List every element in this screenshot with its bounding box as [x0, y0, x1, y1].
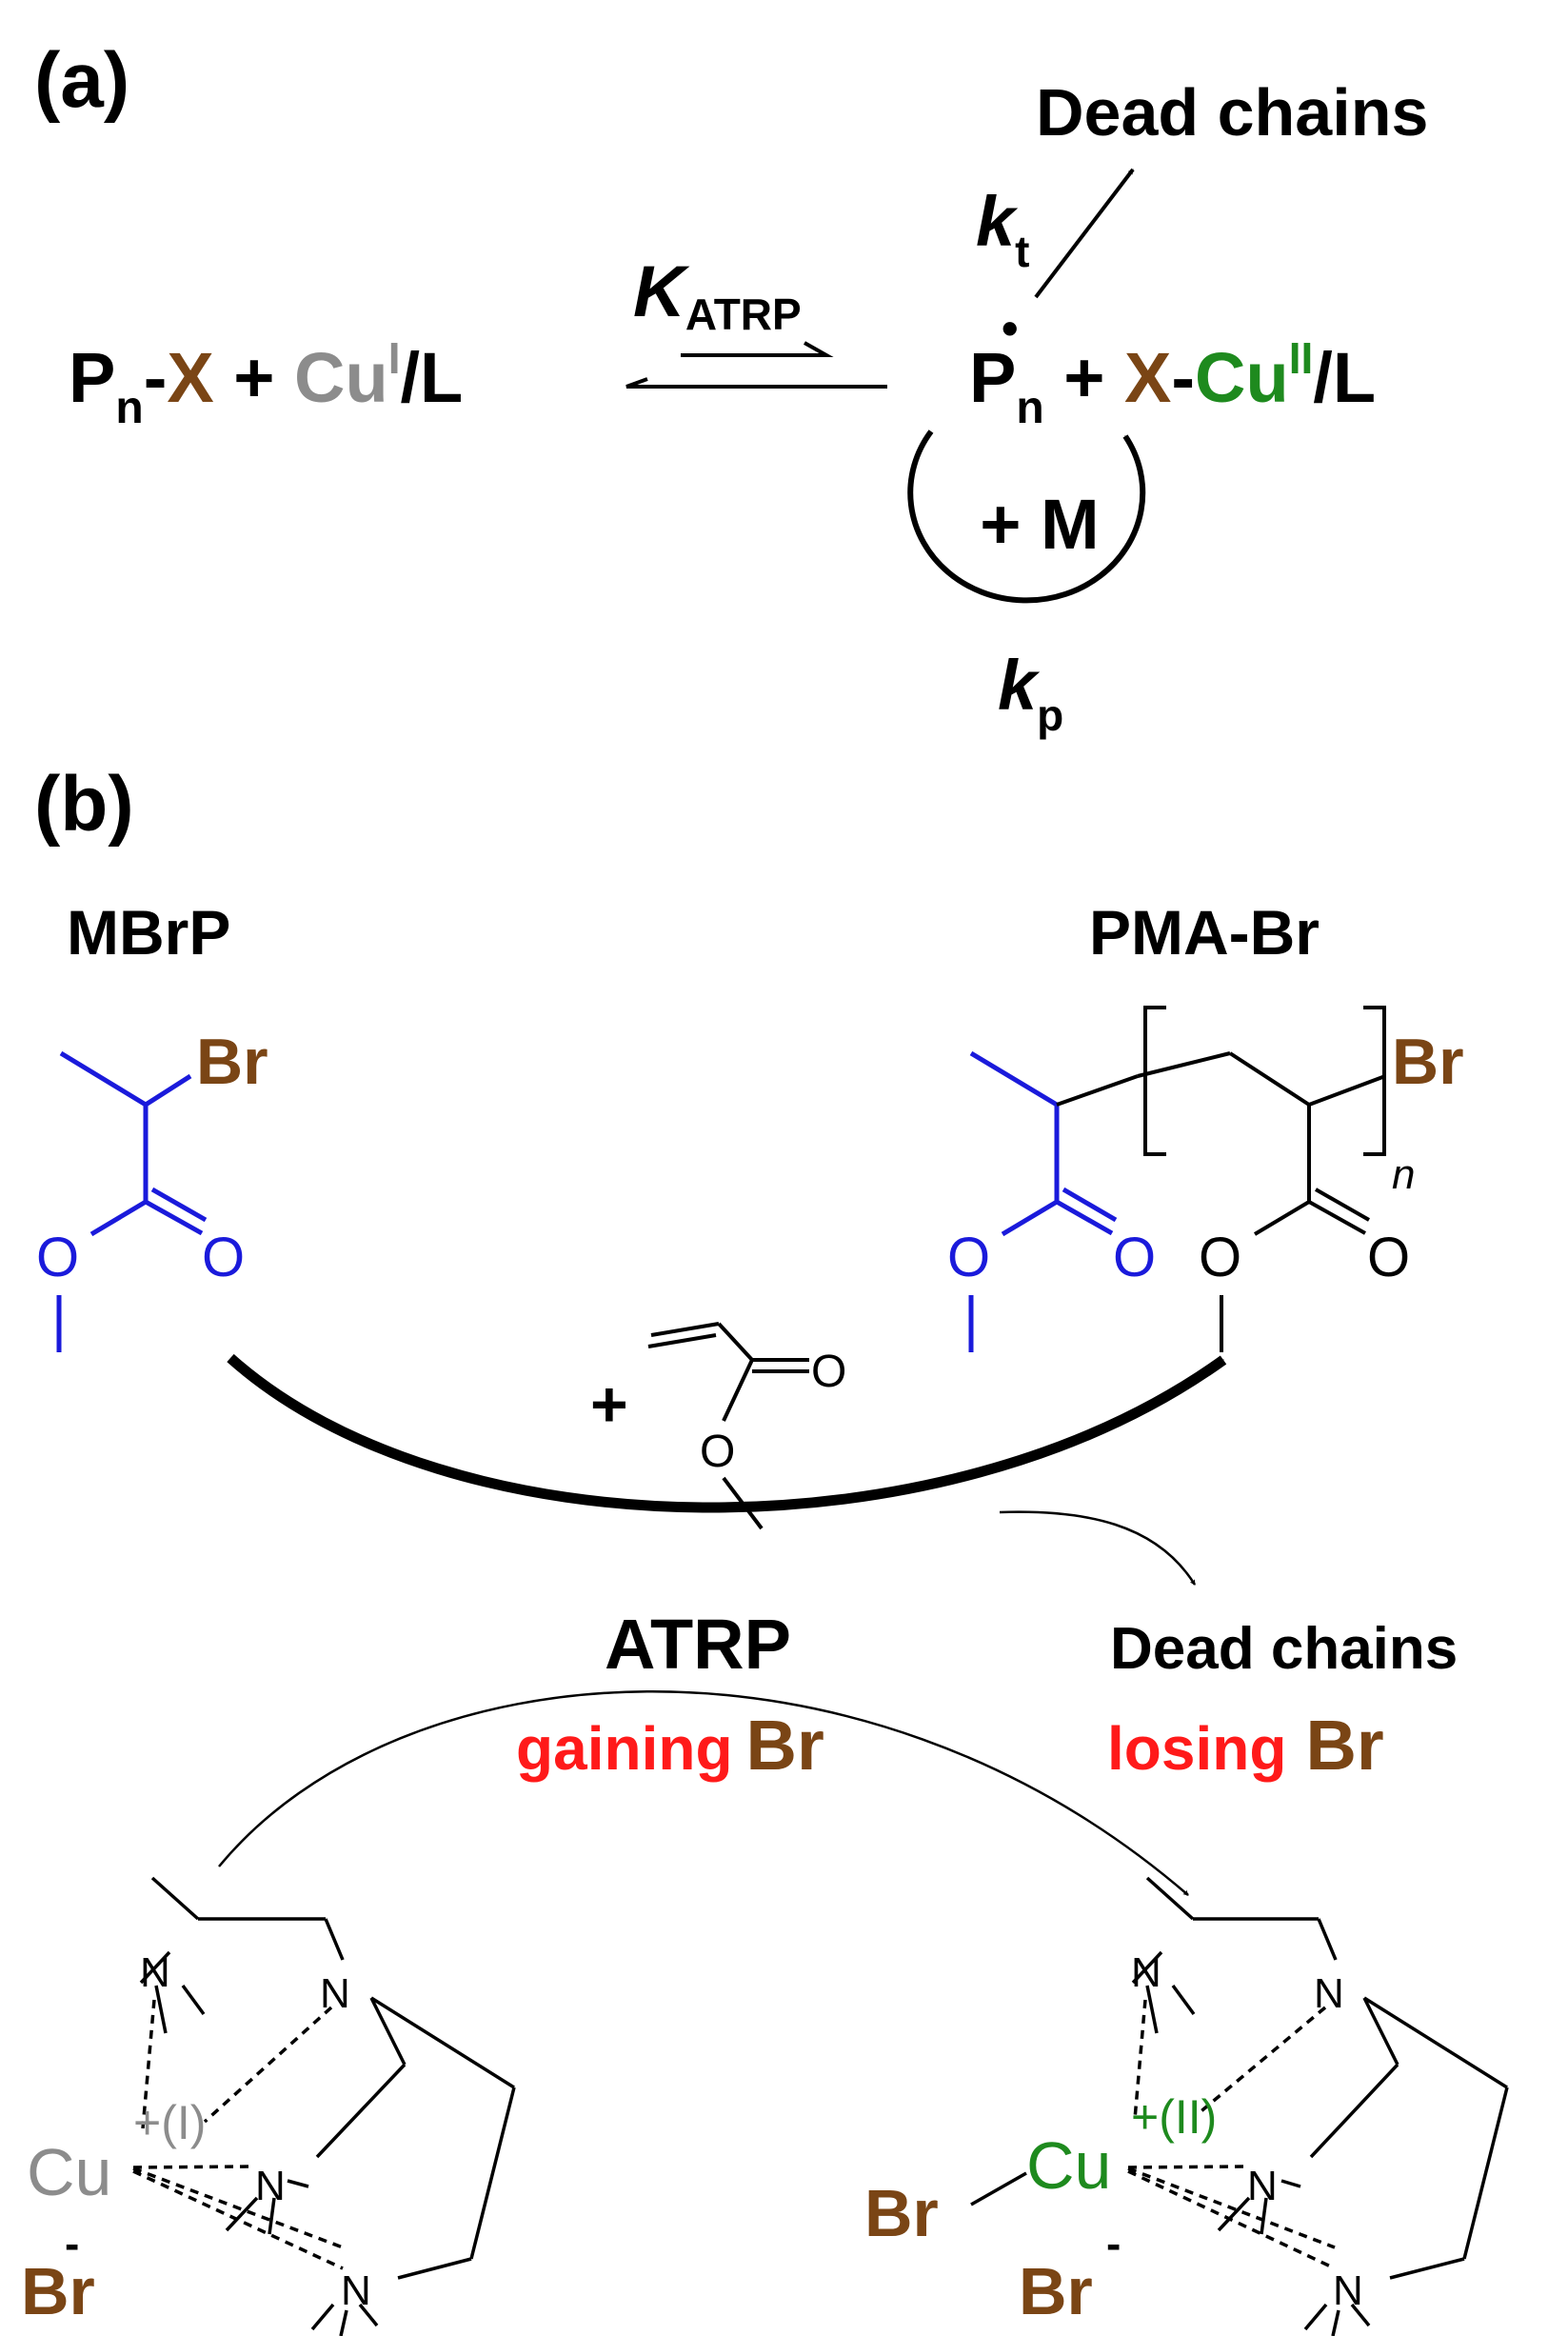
cu-two-complex: N N N N Cu +(II) Br Br - — [864, 1876, 1509, 2336]
monomer-label: + M — [980, 485, 1099, 564]
repeat-bracket-left — [1143, 1006, 1166, 1156]
cu-two-coordination — [1127, 1999, 1336, 2270]
polymer-br: Br — [1392, 1026, 1464, 1098]
panel-a: (a) Pn-X + CuI/L KATRP Pn + X-CuII/L • k… — [34, 37, 1428, 740]
cu-two-n3: N — [1247, 2163, 1278, 2209]
active-formula: Pn + X-CuII/L — [969, 333, 1376, 433]
cu-one-metal: Cu — [27, 2135, 111, 2209]
polymer-o-carbonyl: O — [1367, 1227, 1410, 1288]
cu-one-n3: N — [255, 2163, 286, 2209]
initiator-mbrp: MBrP Br O O — [36, 897, 268, 1352]
atrp-title: ATRP — [605, 1605, 791, 1684]
forward-half-arrow — [681, 341, 834, 357]
atrp-main-arrow — [227, 1353, 1227, 1513]
active-species: Pn + X-CuII/L • — [969, 302, 1376, 433]
cu-two-charge: - — [1106, 2219, 1121, 2268]
polymer-pmabr: PMA-Br Br — [947, 897, 1464, 1352]
reverse-half-arrow — [625, 377, 887, 389]
dead-chains-b: Dead chains — [1110, 1616, 1458, 1682]
monomer-skeleton — [647, 1322, 809, 1530]
cu-two-ligand — [970, 1876, 1509, 2336]
panel-b: (b) MBrP Br O O PMA-Br — [21, 761, 1509, 2336]
propagation-cycle: + M kp — [907, 429, 1146, 740]
repeat-n: n — [1392, 1151, 1415, 1198]
kp-label: kp — [998, 646, 1063, 740]
k-atrp-label: KATRP — [633, 251, 802, 339]
termination-path: kt Dead chains — [976, 75, 1428, 299]
polymer-endgroup-skeleton — [968, 1050, 1118, 1352]
kt-label: kt — [976, 182, 1029, 276]
cu-one-n4: N — [341, 2267, 371, 2314]
dormant-formula: Pn-X + CuI/L — [69, 333, 463, 433]
cu-one-nitrogens: N N N N — [140, 1949, 371, 2314]
cu-two-n2: N — [1314, 1970, 1344, 2017]
cu-one-ligand — [139, 1876, 516, 2336]
cu-two-metal: Cu — [1026, 2128, 1111, 2203]
cu-one-oxidation: +(I) — [133, 2096, 206, 2149]
propagation-arrow — [907, 429, 1146, 604]
termination-arrow — [1034, 168, 1135, 299]
catalyst-arrow — [218, 1690, 1189, 1896]
dead-chains-arrow — [999, 1510, 1197, 1586]
monomer-o-carbonyl: O — [811, 1347, 846, 1397]
cu-two-nitrogens: N N N N — [1131, 1949, 1363, 2314]
cu-one-n2: N — [320, 1970, 350, 2017]
monomer-plus: + — [590, 1368, 628, 1441]
polymer-o-ester-end: O — [947, 1227, 990, 1288]
cu-two-oxidation: +(II) — [1131, 2090, 1217, 2144]
radical-dot: • — [1002, 302, 1019, 355]
cu-one-complex: N N N N Cu +(I) Br - — [21, 1876, 516, 2336]
dormant-species: Pn-X + CuI/L — [69, 333, 463, 433]
cu-two-bromide: Br — [1019, 2254, 1093, 2328]
monomer-methyl-acrylate: + O O — [590, 1322, 846, 1530]
monomer-o-ester: O — [700, 1427, 735, 1477]
cu-one-charge: - — [65, 2219, 79, 2268]
initiator-o-ester: O — [36, 1227, 79, 1288]
polymer-name: PMA-Br — [1089, 897, 1320, 968]
initiator-br: Br — [196, 1026, 268, 1098]
cu-one-bromide: Br — [21, 2254, 95, 2328]
cu-two-n4: N — [1333, 2267, 1363, 2314]
dead-chains-a: Dead chains — [1036, 75, 1428, 150]
initiator-name: MBrP — [67, 897, 230, 968]
cu-two-bound-bromide: Br — [864, 2176, 939, 2250]
initiator-o-carbonyl: O — [202, 1227, 245, 1288]
cu-two-n1: N — [1131, 1949, 1161, 1996]
cu-one-coordination — [132, 1999, 344, 2270]
polymer-o-carbonyl-end: O — [1113, 1227, 1156, 1288]
polymer-backbone — [1056, 1006, 1386, 1352]
repeat-bracket-right — [1363, 1006, 1386, 1156]
initiator-skeleton — [56, 1050, 208, 1352]
panel-b-label: (b) — [34, 761, 134, 848]
cu-one-n1: N — [140, 1949, 170, 1996]
polymer-o-ester: O — [1199, 1227, 1241, 1288]
equilibrium-arrows: KATRP — [625, 251, 887, 389]
panel-a-label: (a) — [34, 37, 129, 124]
